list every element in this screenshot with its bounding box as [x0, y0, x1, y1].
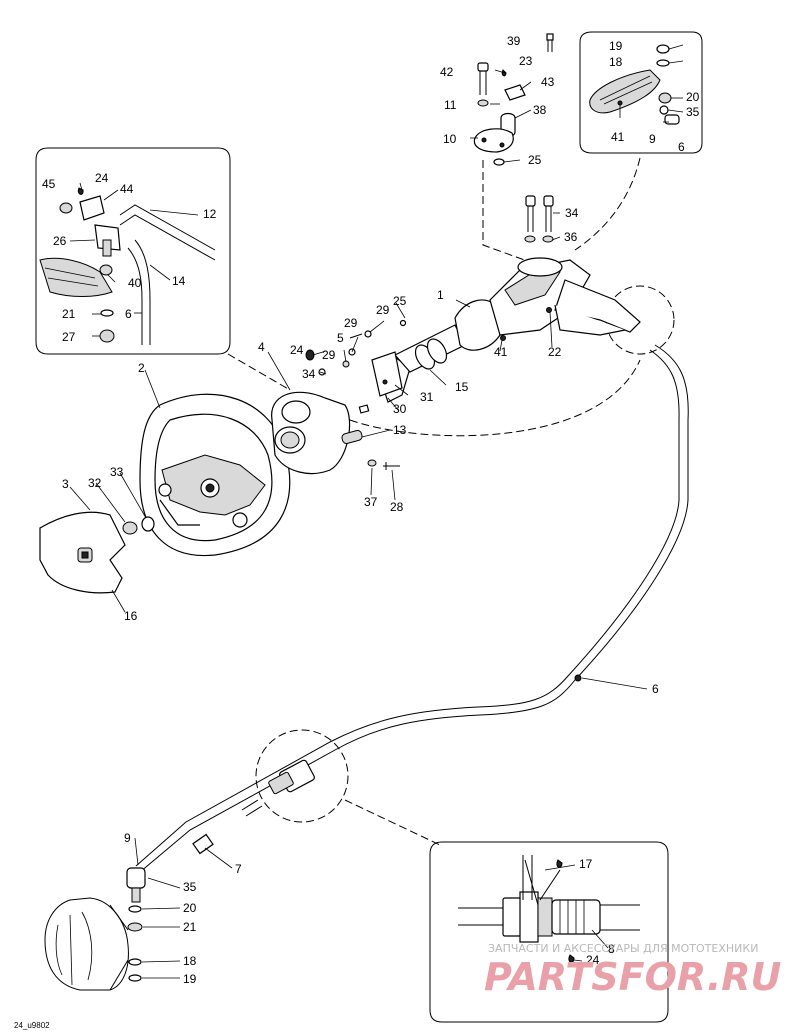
- cable-clip: [574, 674, 582, 682]
- callout-10: 10: [443, 132, 457, 146]
- callout-45: 45: [42, 177, 56, 191]
- callout-40: 40: [128, 276, 142, 290]
- callout-leaders: [69, 44, 684, 979]
- callout-34-mid: 34: [302, 367, 316, 381]
- hub-washer: [141, 516, 155, 532]
- callout-6-left: 6: [125, 307, 132, 321]
- callout-32: 32: [88, 476, 102, 490]
- detail-box-top-right: [579, 31, 703, 154]
- callout-23: 23: [519, 54, 533, 68]
- engine-steering-arm: [44, 897, 129, 991]
- steering-wheel: [139, 393, 291, 557]
- watermark-logo: PARTSFOR.RU: [484, 955, 782, 999]
- callout-26: 26: [53, 234, 67, 248]
- callout-29-b: 29: [344, 316, 358, 330]
- callout-20-bottom: 20: [183, 901, 197, 915]
- magnifier-circle-right: [605, 285, 675, 355]
- left-detail-parts: [39, 187, 216, 345]
- callout-30: 30: [393, 402, 407, 416]
- callout-31: 31: [420, 390, 434, 404]
- callout-29-a: 29: [376, 303, 390, 317]
- callout-19-bottom: 19: [183, 972, 197, 986]
- cable-adapter: [241, 759, 315, 817]
- callout-15: 15: [455, 380, 469, 394]
- callout-42: 42: [440, 65, 454, 79]
- callout-7: 7: [235, 862, 242, 876]
- bottom-detail-parts: [458, 855, 640, 963]
- cable-bottom-end: [126, 833, 214, 903]
- callout-17: 17: [579, 857, 593, 871]
- callout-38: 38: [533, 103, 547, 117]
- detail-box-left: [35, 147, 231, 355]
- callout-41-top: 41: [611, 130, 625, 144]
- callout-34-top: 34: [565, 206, 579, 220]
- callout-24-left: 24: [95, 171, 109, 185]
- spacer: [341, 404, 370, 445]
- callout-25-mid: 25: [393, 294, 407, 308]
- callout-14: 14: [172, 274, 186, 288]
- callout-18-top: 18: [609, 55, 623, 69]
- front-plate: [371, 351, 403, 397]
- steering-pad: [39, 511, 126, 594]
- mounting-bolts: [524, 195, 554, 243]
- leader-detail-bottom: [344, 799, 441, 846]
- detail-box-bottom-right: [429, 841, 669, 1023]
- callout-11: 11: [444, 98, 457, 112]
- callout-24-mid: 24: [290, 343, 304, 357]
- hub-nut: [122, 521, 138, 535]
- callout-4: 4: [258, 340, 265, 354]
- callout-6-top: 6: [678, 140, 685, 154]
- bottom-hardware-stack: [127, 905, 143, 982]
- callout-35-bottom: 35: [183, 880, 197, 894]
- steering-cable-inner: [135, 349, 680, 867]
- callout-13: 13: [393, 423, 407, 437]
- leader-detail-left: [227, 353, 291, 391]
- helm-assembly: [377, 257, 641, 403]
- callout-28: 28: [390, 500, 404, 514]
- gauge-housing: [271, 391, 351, 475]
- callout-2: 2: [138, 361, 145, 375]
- callout-29-c: 29: [322, 348, 336, 362]
- callout-36: 36: [564, 230, 578, 244]
- callout-37: 37: [364, 495, 378, 509]
- callout-33: 33: [110, 465, 124, 479]
- callout-25-top: 25: [528, 153, 542, 167]
- callout-41-mid: 41: [494, 345, 508, 359]
- magnifier-circle-bottom: [255, 729, 349, 823]
- watermark-text: ЗАПЧАСТИ И АКСЕССУАРЫ ДЛЯ МОТОТЕХНИКИ: [488, 942, 758, 955]
- callout-24-bottom: 24: [586, 953, 600, 967]
- callout-22: 22: [548, 345, 562, 359]
- leader-cable-arc: [349, 359, 641, 437]
- callout-20-top: 20: [686, 90, 700, 104]
- callout-12: 12: [203, 207, 217, 221]
- callout-1: 1: [437, 288, 444, 302]
- callout-27: 27: [62, 330, 76, 344]
- tilt-arm-detail: [589, 44, 680, 125]
- steering-cable: [139, 344, 689, 873]
- top-bracket-parts: [473, 33, 554, 166]
- callout-21-bottom: 21: [183, 920, 197, 934]
- callout-9-bottom: 9: [124, 831, 131, 845]
- figure-id: 24_u9802: [14, 1021, 50, 1030]
- callout-39: 39: [507, 34, 521, 48]
- callout-labels: 39 23 42 43 11 38 10 25 19 18 20 35 41 9…: [42, 34, 700, 986]
- callout-35-top: 35: [686, 105, 700, 119]
- callout-19-top: 19: [609, 39, 623, 53]
- callout-8: 8: [608, 942, 615, 956]
- callout-21-left: 21: [62, 307, 76, 321]
- callout-18-bottom: 18: [183, 954, 197, 968]
- leader-detail-top: [482, 160, 531, 263]
- callout-9-top: 9: [649, 132, 656, 146]
- callout-5: 5: [337, 331, 344, 345]
- callout-3: 3: [62, 477, 69, 491]
- leader-detail-right: [574, 157, 641, 251]
- callout-43: 43: [541, 75, 555, 89]
- callout-44: 44: [120, 182, 134, 196]
- callout-6-cable: 6: [652, 682, 659, 696]
- callout-16: 16: [124, 609, 138, 623]
